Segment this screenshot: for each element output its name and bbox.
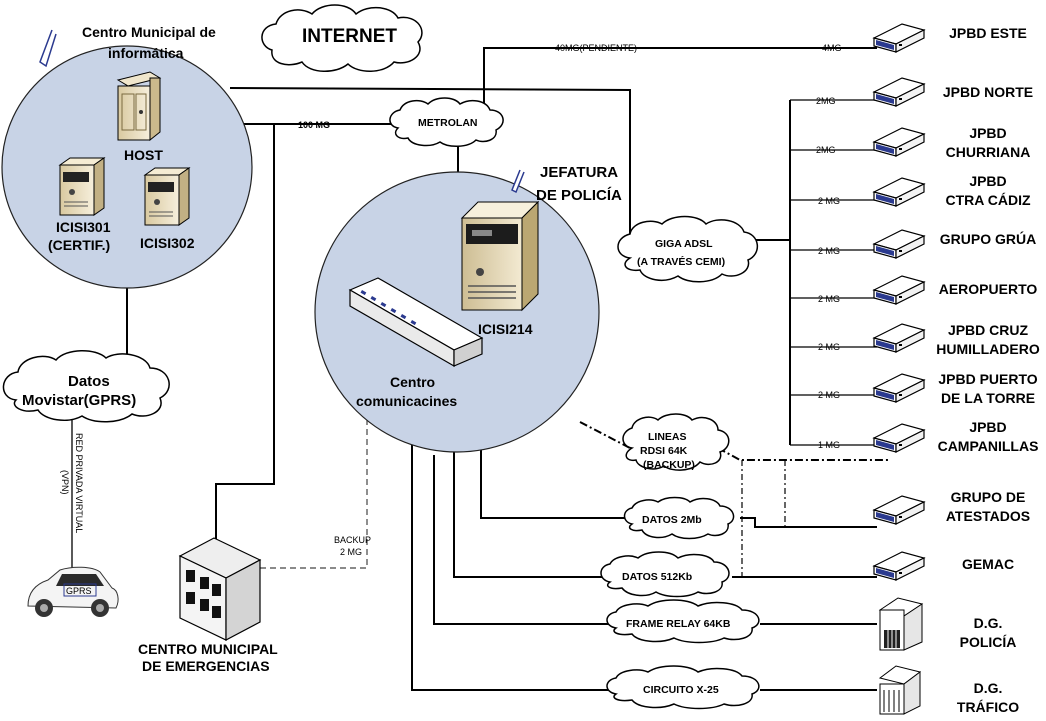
svg-text:RDSI 64K: RDSI 64K <box>640 445 688 457</box>
site-name: JPBD <box>969 419 1006 435</box>
site-speed-label: 2MG <box>816 145 836 155</box>
switch-icon <box>348 277 484 368</box>
router-icon <box>873 177 925 207</box>
datos-2mb-cloud: DATOS 2Mb <box>623 496 735 540</box>
police-zone-subtitle: DE POLICÍA <box>536 187 622 204</box>
site-speed-label: 4MG <box>822 43 842 53</box>
site-speed-label: 2 MG <box>818 294 840 304</box>
site-name: GEMAC <box>962 556 1014 572</box>
router-icon <box>873 373 925 403</box>
site-speed-label: 2 MG <box>818 246 840 256</box>
icisi214-label: ICISI214 <box>478 321 533 337</box>
site-name: JPBD PUERTO <box>938 371 1037 387</box>
site-name: JPBD ESTE <box>949 25 1027 41</box>
icisi301-label: ICISI301 <box>56 219 111 235</box>
router-icon <box>873 323 925 353</box>
router-icon <box>873 77 925 107</box>
municipal-zone-subtitle: informática <box>108 45 184 61</box>
site-speed-label: 2MG <box>816 96 836 106</box>
router-icon <box>873 23 925 53</box>
icisi214-server-icon <box>460 200 540 312</box>
datos-512kb-cloud: DATOS 512Kb <box>600 551 730 598</box>
site-name-line2: HUMILLADERO <box>936 341 1040 357</box>
site-name: JPBD <box>969 173 1006 189</box>
site-speed-label: 1 MG <box>818 440 840 450</box>
svg-text:INTERNET: INTERNET <box>302 26 397 47</box>
site-name: JPBD CRUZ <box>948 322 1029 338</box>
svg-text:(BACKUP): (BACKUP) <box>643 459 695 471</box>
giga-adsl-cloud: GIGA ADSL (A TRAVÉS CEMI) <box>617 215 758 283</box>
svg-text:METROLAN: METROLAN <box>418 117 478 129</box>
emergency-sublabel: DE EMERGENCIAS <box>142 658 270 674</box>
svg-text:LINEAS: LINEAS <box>648 431 687 443</box>
vpn-label: RED PRIVADA VIRTUAL <box>74 433 84 533</box>
metrolan-speed-label: 100 MG <box>298 120 330 130</box>
emergency-label: CENTRO MUNICIPAL <box>138 641 278 657</box>
svg-text:DATOS 2Mb: DATOS 2Mb <box>642 514 702 526</box>
switch-sublabel: comunicacines <box>356 393 457 409</box>
switch-label: Centro <box>390 374 435 390</box>
router-icon <box>873 423 925 453</box>
police-car-icon: GPRS <box>27 566 119 617</box>
site-speed-label: 2 MG <box>818 342 840 352</box>
site-name: JPBD NORTE <box>943 84 1033 100</box>
rdsi-cloud: LINEAS RDSI 64K (BACKUP) <box>622 413 730 471</box>
pen-icon <box>39 29 57 68</box>
remote-sites: JPBD ESTE 4MG JPBD NORTE 2MG JPBD CHURRIANA 2M… <box>816 23 1040 715</box>
svg-text:CIRCUITO X-25: CIRCUITO X-25 <box>643 684 719 696</box>
router-icon <box>873 495 925 525</box>
frame-relay-cloud: FRAME RELAY 64KB <box>606 599 760 644</box>
icisi301-sublabel: (CERTIF.) <box>48 237 110 253</box>
emergency-building-icon <box>178 537 262 641</box>
site-name-line2: POLICÍA <box>960 634 1017 650</box>
gprs-cloud: Datos Movistar(GPRS) <box>2 350 170 423</box>
backup-speed-label: 2 MG <box>340 547 362 557</box>
site-name: GRUPO GRÚA <box>940 230 1036 247</box>
host-server-icon <box>116 71 162 142</box>
site-name-line2: TRÁFICO <box>957 699 1019 715</box>
svg-text:FRAME RELAY 64KB: FRAME RELAY 64KB <box>626 618 731 630</box>
backup-label: BACKUP <box>334 535 371 545</box>
svg-text:(A TRAVÉS CEMI): (A TRAVÉS CEMI) <box>637 255 725 268</box>
site-name-line2: CHURRIANA <box>946 144 1031 160</box>
icisi302-server-icon <box>143 167 191 226</box>
connection-lines <box>71 47 890 691</box>
site-name: JPBD <box>969 125 1006 141</box>
icisi301-server-icon <box>58 157 106 216</box>
dg-policia-building-icon <box>878 597 924 651</box>
icisi302-label: ICISI302 <box>140 235 195 251</box>
router-icon <box>873 229 925 259</box>
router-icon <box>873 551 925 581</box>
svg-text:GIGA ADSL: GIGA ADSL <box>655 238 713 250</box>
vpn-sublabel: (VPN) <box>60 470 70 495</box>
site-speed-label: 2 MG <box>818 196 840 206</box>
site-speed-label: 2 MG <box>818 390 840 400</box>
router-icon <box>873 275 925 305</box>
host-label: HOST <box>124 147 163 163</box>
site-name: D.G. <box>974 615 1003 631</box>
police-zone-title: JEFATURA <box>540 164 618 181</box>
site-name: GRUPO DE <box>951 489 1026 505</box>
dg-trafico-building-icon <box>878 665 922 715</box>
internet-cloud: INTERNET <box>261 4 423 72</box>
site-name-line2: DE LA TORRE <box>941 390 1035 406</box>
pen-icon <box>511 169 525 194</box>
municipal-zone-title: Centro Municipal de <box>82 24 216 40</box>
site-name: AEROPUERTO <box>939 281 1038 297</box>
metrolan-cloud: METROLAN <box>389 97 504 147</box>
site-name: D.G. <box>974 680 1003 696</box>
car-gprs-label: GPRS <box>66 586 92 596</box>
site-name-line2: ATESTADOS <box>946 508 1030 524</box>
x25-cloud: CIRCUITO X-25 <box>606 665 760 710</box>
site-name-line2: CAMPANILLAS <box>938 438 1039 454</box>
svg-text:DATOS 512Kb: DATOS 512Kb <box>622 571 692 583</box>
site-name-line2: CTRA CÁDIZ <box>945 192 1030 208</box>
svg-text:Datos: Datos <box>68 373 110 390</box>
municipal-zone: Centro Municipal de informática <box>1 24 253 289</box>
svg-text:Movistar(GPRS): Movistar(GPRS) <box>22 392 136 409</box>
este-pending-label: 40MG(PENDIENTE) <box>555 43 637 53</box>
router-icon <box>873 127 925 157</box>
